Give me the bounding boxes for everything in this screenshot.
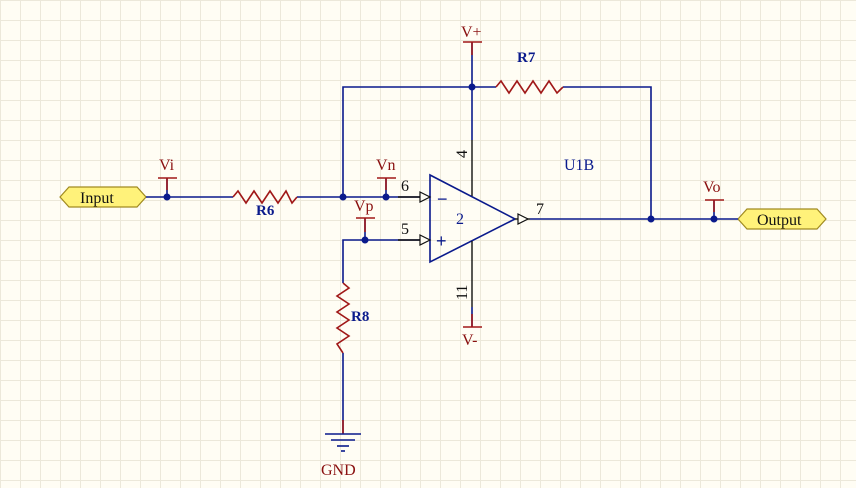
opamp-part-number: 2 [456, 211, 464, 228]
r6-label: R6 [256, 203, 275, 219]
net-flags: Vi Vn Vp Vo [158, 157, 724, 232]
junction-vo [710, 215, 718, 223]
junction-vplus [468, 83, 476, 91]
opamp-minus-sign: − [437, 189, 448, 209]
junctions [163, 83, 718, 244]
opamp-plus-sign: + [436, 231, 447, 251]
vminus-label: V- [462, 332, 477, 349]
resistor-r7[interactable]: R7 [495, 50, 564, 95]
junction-feedback [339, 193, 347, 201]
net-flag-vo[interactable]: Vo [703, 179, 724, 212]
junction-vi [163, 193, 171, 201]
vminus-symbol[interactable]: V- [462, 314, 482, 349]
vplus-label: V+ [461, 24, 482, 41]
input-port-label: Input [80, 190, 114, 207]
pin-number-11: 11 [454, 285, 471, 300]
opamp-triangle [429, 173, 517, 264]
junction-vp [361, 236, 369, 244]
gnd-symbol[interactable]: GND [321, 420, 361, 479]
output-port[interactable]: Output [737, 208, 827, 230]
pin-6-arrow [419, 191, 432, 203]
pin-number-5: 5 [401, 221, 409, 238]
wire-feedback-left[interactable] [342, 86, 496, 197]
u1b-designator: U1B [564, 157, 594, 174]
resistor-r8[interactable]: R8 [335, 282, 369, 354]
vplus-symbol[interactable]: V+ [461, 24, 482, 55]
net-label-vo: Vo [703, 179, 721, 196]
gnd-label: GND [321, 462, 356, 479]
input-port[interactable]: Input [59, 186, 147, 208]
net-label-vi: Vi [159, 157, 175, 174]
pin-number-7: 7 [536, 201, 544, 218]
net-label-vn: Vn [376, 157, 396, 174]
net-flag-vi[interactable]: Vi [158, 157, 177, 190]
net-label-vp: Vp [354, 198, 374, 215]
junction-output [647, 215, 655, 223]
junction-vn [382, 193, 390, 201]
wire-feedback-right[interactable] [563, 86, 652, 219]
pin-5-arrow [419, 234, 432, 246]
pin-7-arrow [517, 213, 530, 225]
pin-number-4: 4 [454, 150, 471, 158]
net-flag-vn[interactable]: Vn [376, 157, 396, 190]
wire-noninv-input[interactable] [342, 239, 420, 283]
opamp-u1b[interactable]: − + 2 U1B 4 11 6 5 7 [398, 140, 594, 307]
resistor-r6[interactable]: R6 [232, 189, 298, 219]
r7-label: R7 [517, 50, 536, 66]
pin-number-6: 6 [401, 178, 409, 195]
output-port-label: Output [757, 212, 802, 229]
r8-label: R8 [351, 309, 369, 325]
power-symbols: V+ V- GND [321, 24, 482, 479]
net-flag-vp[interactable]: Vp [354, 198, 375, 232]
